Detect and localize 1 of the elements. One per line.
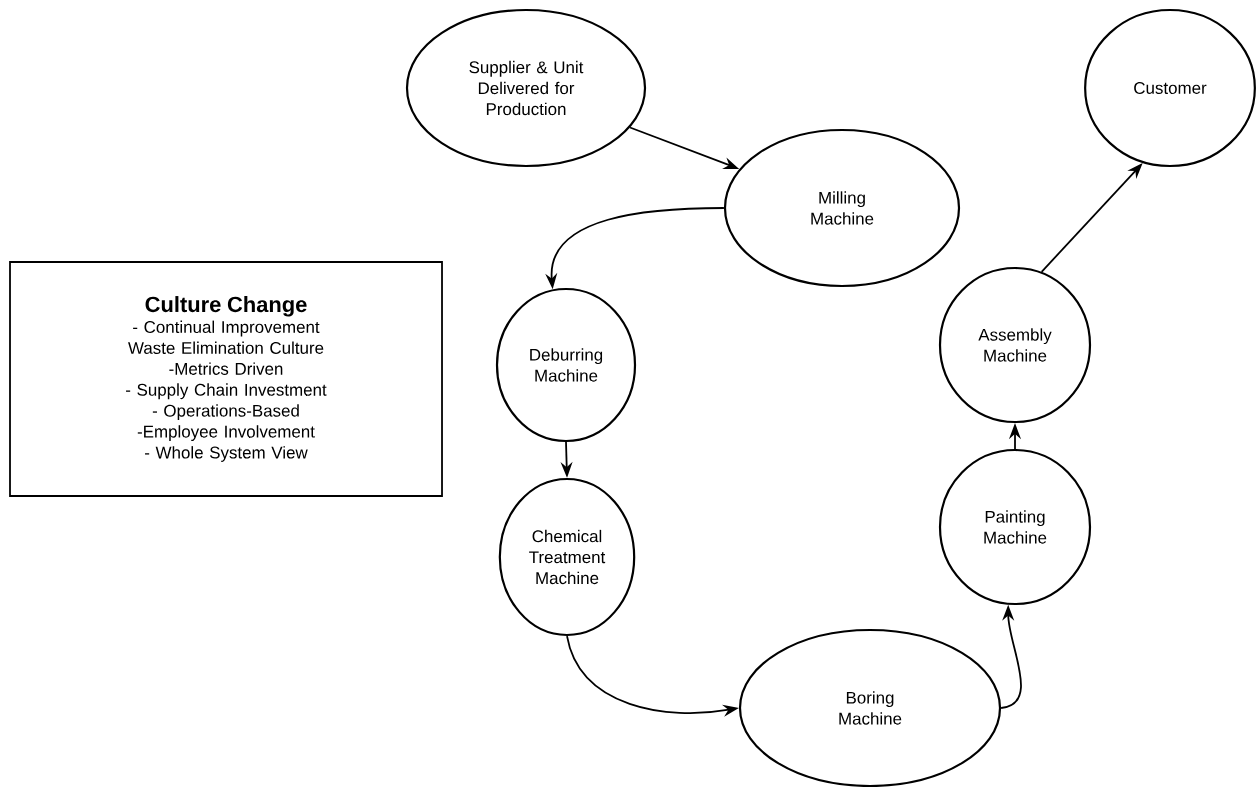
text-box: Culture Change - Continual Improvement Waste Elimination Culture -Metrics Driven - Supply Chain Investment - Operations-Based -Employee Involvement - Whole System View: [9, 261, 443, 497]
